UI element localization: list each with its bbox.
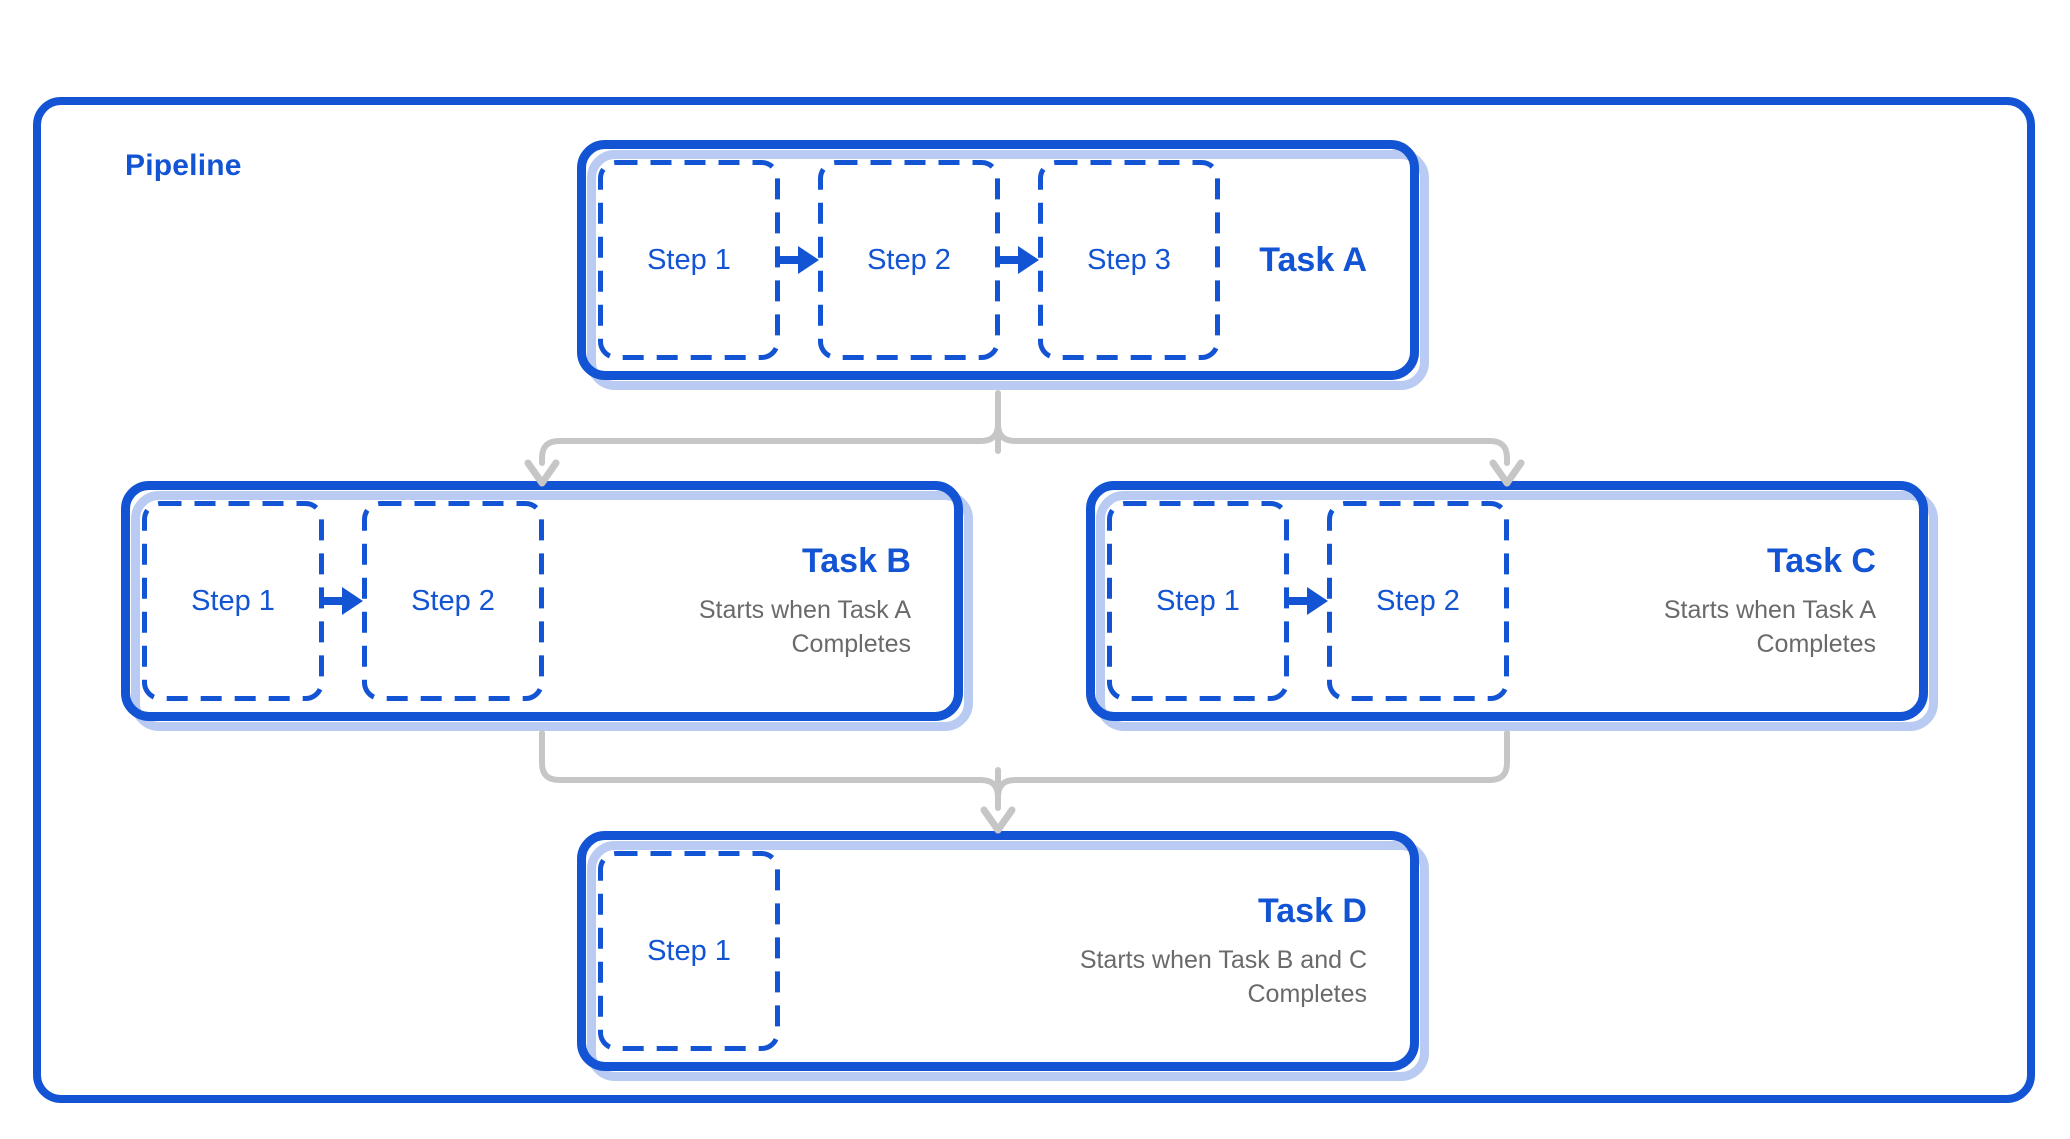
task-text-block: Task C Starts when Task A Completes — [1664, 541, 1876, 661]
task-note: Starts when Task B and C Completes — [1080, 943, 1367, 1011]
task-title: Task B — [802, 542, 911, 580]
arrow-right-icon — [997, 242, 1041, 278]
step-label: Step 1 — [1156, 584, 1240, 617]
dashed-border — [598, 160, 780, 360]
task-card-a: Step 1 Step 2 — [577, 140, 1429, 390]
step-label: Step 1 — [647, 934, 731, 967]
task-text-block: Task D Starts when Task B and C Complete… — [1080, 891, 1367, 1011]
task-card-b: Step 1 Step 2 Task B Starts when Task A … — [121, 481, 973, 731]
task-title: Task A — [1259, 241, 1367, 279]
step-box: Step 1 — [598, 160, 780, 360]
steps-row: Step 1 Step 2 — [142, 501, 544, 701]
arrow-right-icon — [777, 242, 821, 278]
step-box: Step 1 — [1107, 501, 1289, 701]
step-box: Step 2 — [818, 160, 1000, 360]
task-title: Task C — [1767, 542, 1876, 580]
task-note-line2: Completes — [1247, 980, 1368, 1008]
dashed-border — [362, 501, 544, 701]
arrow-right-icon — [321, 583, 365, 619]
arrow-right-icon — [1286, 583, 1330, 619]
step-label: Step 2 — [867, 243, 951, 276]
pipeline-title: Pipeline — [125, 149, 242, 182]
dashed-border — [818, 160, 1000, 360]
task-card-d: Step 1 Task D Starts when Task B and C C… — [577, 831, 1429, 1081]
step-label: Step 1 — [191, 584, 275, 617]
task-title: Task D — [1258, 892, 1367, 930]
task-note-line2: Completes — [791, 630, 912, 658]
dashed-border — [1038, 160, 1220, 360]
step-label: Step 1 — [647, 243, 731, 276]
step-label: Step 2 — [411, 584, 495, 617]
dashed-border — [598, 851, 780, 1051]
steps-row: Step 1 Step 2 — [598, 160, 1220, 360]
task-card-c: Step 1 Step 2 Task C Starts when Task A … — [1086, 481, 1938, 731]
task-note-line1: Starts when Task A — [698, 596, 911, 624]
task-note-line2: Completes — [1756, 630, 1877, 658]
steps-row: Step 1 Step 2 — [1107, 501, 1509, 701]
step-box: Step 2 — [362, 501, 544, 701]
step-box: Step 1 — [142, 501, 324, 701]
step-box: Step 1 — [598, 851, 780, 1051]
steps-row: Step 1 — [598, 851, 780, 1051]
dashed-border — [1107, 501, 1289, 701]
task-text-block: Task A — [1259, 240, 1367, 280]
task-note: Starts when Task A Completes — [699, 593, 911, 661]
step-label: Step 3 — [1087, 243, 1171, 276]
dashed-border — [1327, 501, 1509, 701]
step-box: Step 3 — [1038, 160, 1220, 360]
task-text-block: Task B Starts when Task A Completes — [699, 541, 911, 661]
task-note-line1: Starts when Task A — [1663, 596, 1876, 624]
step-box: Step 2 — [1327, 501, 1509, 701]
task-note: Starts when Task A Completes — [1664, 593, 1876, 661]
task-note-line1: Starts when Task B and C — [1079, 946, 1367, 974]
dashed-border — [142, 501, 324, 701]
step-label: Step 2 — [1376, 584, 1460, 617]
